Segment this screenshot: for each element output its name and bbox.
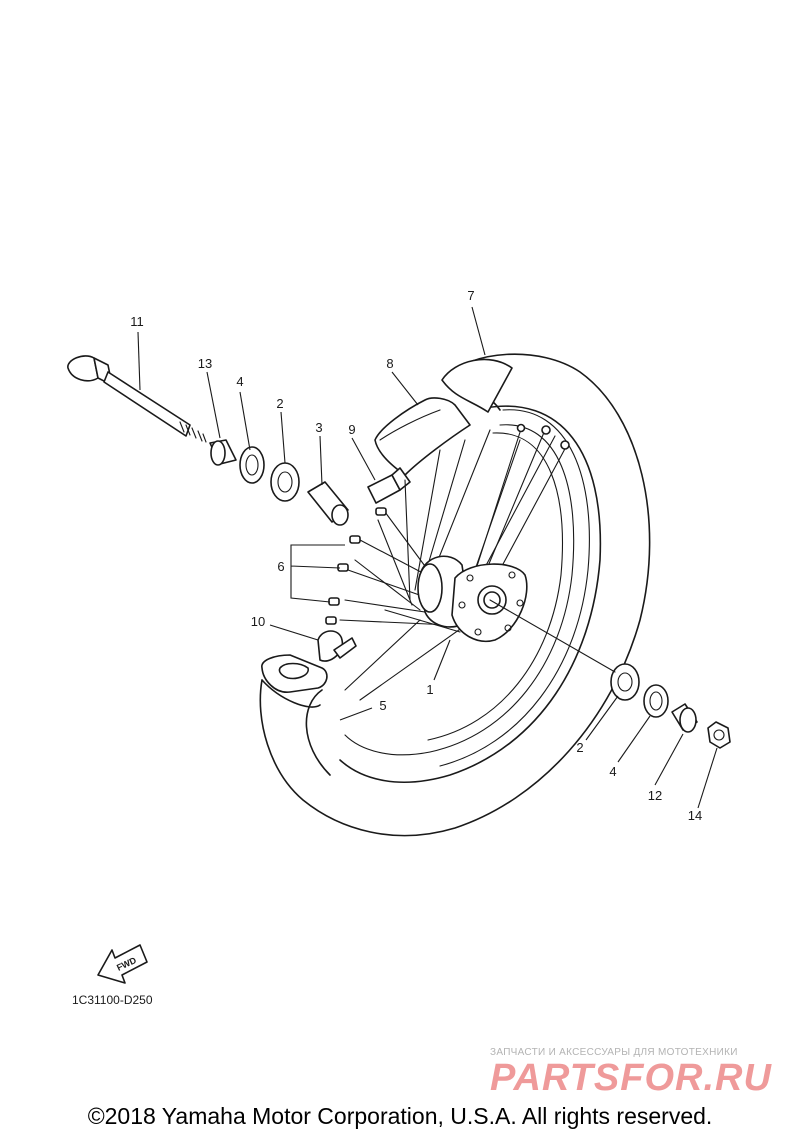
rim-lock: [367, 467, 411, 504]
callout-4-left: 4: [236, 374, 243, 389]
drawing-code: 1C31100-D250: [72, 993, 153, 1007]
axle-centerline: [489, 599, 616, 673]
callout-7: 7: [467, 288, 474, 303]
bearing-right: [610, 663, 640, 701]
fwd-arrow-icon: FWD: [97, 944, 148, 984]
watermark: ЗАПЧАСТИ И АКСЕССУАРЫ ДЛЯ МОТОТЕХНИКИ PA…: [490, 1047, 772, 1099]
collar-right: [671, 703, 698, 733]
tube-valve: [261, 630, 357, 693]
axle: [67, 355, 207, 443]
rim-band: [374, 397, 471, 476]
bearing-left: [270, 462, 300, 502]
callout-14: 14: [688, 808, 702, 823]
leader-lines: [137, 306, 718, 809]
watermark-logo: PARTSFOR.RU: [490, 1057, 772, 1099]
callout-10: 10: [251, 614, 265, 629]
spoke-heads: [325, 507, 387, 625]
callout-2-right: 2: [576, 740, 583, 755]
callout-6: 6: [277, 559, 284, 574]
hub: [417, 555, 528, 642]
tire: [259, 353, 651, 837]
callout-13: 13: [198, 356, 212, 371]
collar-left: [209, 439, 237, 466]
callout-12: 12: [648, 788, 662, 803]
callout-5: 5: [379, 698, 386, 713]
callout-2-left: 2: [276, 396, 283, 411]
callout-9: 9: [348, 422, 355, 437]
oil-seal-left: [239, 446, 265, 484]
callouts: 11 13 4 2 3 9 8 7 6 10 1 5 2 4 12 14: [130, 288, 702, 823]
watermark-tagline: ЗАПЧАСТИ И АКСЕССУАРЫ ДЛЯ МОТОТЕХНИКИ: [490, 1047, 738, 1058]
copyright-notice: ©2018 Yamaha Motor Corporation, U.S.A. A…: [87, 1103, 713, 1129]
callout-1: 1: [426, 682, 433, 697]
callout-3: 3: [315, 420, 322, 435]
oil-seal-right: [643, 684, 669, 718]
spoke-nipples: [516, 423, 570, 450]
axle-nut: [707, 721, 731, 749]
callout-8: 8: [386, 356, 393, 371]
callout-4-right: 4: [609, 764, 616, 779]
tube: [441, 358, 513, 413]
spacer: [307, 481, 349, 526]
callout-11: 11: [130, 314, 144, 329]
